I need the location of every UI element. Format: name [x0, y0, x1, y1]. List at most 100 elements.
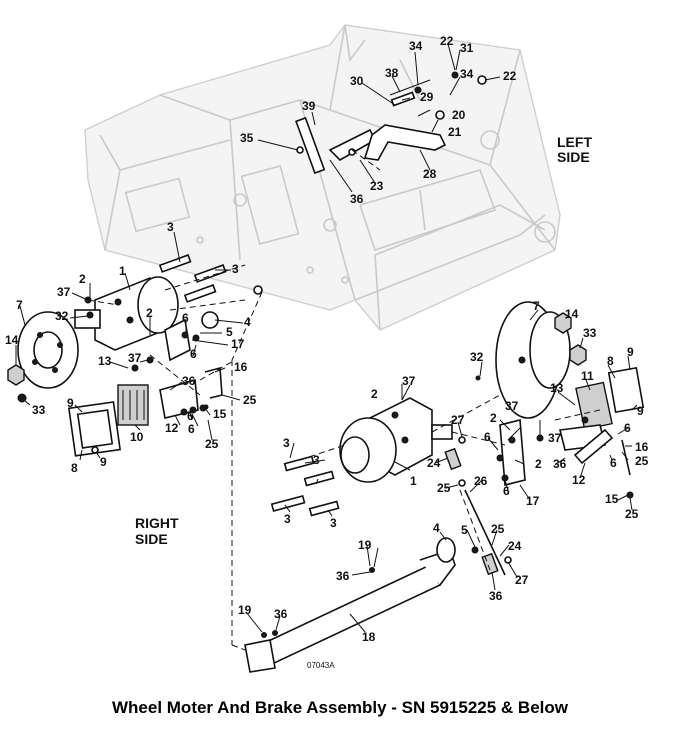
- callout-36: 36: [336, 569, 350, 583]
- callout-6: 6: [624, 421, 631, 435]
- callout-11: 11: [581, 369, 594, 383]
- callout-27: 27: [451, 413, 465, 427]
- callout-36: 36: [274, 607, 288, 621]
- callout-36: 36: [489, 589, 503, 603]
- alignment-lines: [87, 149, 601, 651]
- callout-38: 38: [385, 66, 399, 80]
- callouts: 34 22 31 38 34 22 30 29 20 39 21 35 28 2…: [5, 34, 649, 644]
- callout-35: 35: [240, 131, 254, 145]
- callout-13: 13: [550, 381, 564, 395]
- callout-29: 29: [420, 90, 434, 104]
- callout-3: 3: [167, 220, 174, 234]
- callout-8: 8: [71, 461, 78, 475]
- callout-12: 12: [572, 473, 586, 487]
- callout-19: 19: [238, 603, 252, 617]
- callout-32: 32: [470, 350, 484, 364]
- callout-36: 36: [553, 457, 567, 471]
- callout-9: 9: [100, 455, 107, 469]
- callout-26: 26: [474, 474, 488, 488]
- left-side-motor-assembly: [270, 301, 645, 576]
- callout-18: 18: [362, 630, 376, 644]
- right-side-label-line2: SIDE: [135, 531, 168, 547]
- diagram-caption: Wheel Moter And Brake Assembly - SN 5915…: [111, 698, 568, 717]
- callout-25: 25: [635, 454, 649, 468]
- callout-7: 7: [16, 298, 23, 312]
- callout-14: 14: [5, 333, 19, 347]
- callout-34: 34: [460, 67, 474, 81]
- callout-22: 22: [503, 69, 517, 83]
- callout-33: 33: [32, 403, 46, 417]
- callout-1: 1: [410, 474, 417, 488]
- callout-6: 6: [484, 430, 491, 444]
- callout-15: 15: [605, 492, 619, 506]
- callout-37: 37: [505, 399, 519, 413]
- callout-37: 37: [548, 431, 562, 445]
- callout-25: 25: [205, 437, 219, 451]
- callout-2: 2: [535, 457, 542, 471]
- callout-6: 6: [503, 484, 510, 498]
- callout-3: 3: [283, 436, 290, 450]
- callout-2: 2: [146, 306, 153, 320]
- callout-6: 6: [188, 422, 195, 436]
- callout-33: 33: [583, 326, 597, 340]
- callout-20: 20: [452, 108, 466, 122]
- leader-lines: [15, 43, 638, 633]
- callout-23: 23: [370, 179, 384, 193]
- callout-14: 14: [565, 307, 579, 321]
- callout-6: 6: [187, 409, 194, 423]
- callout-37: 37: [57, 285, 71, 299]
- callout-28: 28: [423, 167, 437, 181]
- callout-15: 15: [213, 407, 227, 421]
- callout-10: 10: [130, 430, 144, 444]
- callout-3: 3: [313, 453, 320, 467]
- callout-22: 22: [440, 34, 454, 48]
- callout-2: 2: [490, 411, 497, 425]
- brake-cross-shaft: [244, 537, 479, 673]
- callout-9: 9: [637, 404, 644, 418]
- callout-6: 6: [190, 347, 197, 361]
- callout-25: 25: [437, 481, 451, 495]
- callout-6: 6: [182, 311, 189, 325]
- chassis-frame: [84, 24, 561, 331]
- callout-9: 9: [627, 345, 634, 359]
- callout-3: 3: [284, 512, 291, 526]
- callout-9: 9: [67, 396, 74, 410]
- callout-25: 25: [491, 522, 505, 536]
- callout-7: 7: [533, 299, 540, 313]
- callout-31: 31: [460, 41, 474, 55]
- callout-24: 24: [508, 539, 522, 553]
- callout-4: 4: [244, 315, 251, 329]
- callout-5: 5: [226, 325, 233, 339]
- callout-17: 17: [526, 494, 540, 508]
- left-side-label-line2: SIDE: [557, 149, 590, 165]
- callout-25: 25: [243, 393, 257, 407]
- callout-24: 24: [427, 456, 441, 470]
- callout-12: 12: [165, 421, 179, 435]
- callout-4: 4: [433, 521, 440, 535]
- callout-13: 13: [98, 354, 112, 368]
- callout-37: 37: [128, 351, 142, 365]
- callout-39: 39: [302, 99, 316, 113]
- callout-3: 3: [232, 262, 239, 276]
- callout-30: 30: [350, 74, 364, 88]
- callout-36: 36: [350, 192, 364, 206]
- callout-27: 27: [515, 573, 529, 587]
- callout-25: 25: [625, 507, 639, 521]
- drawing-code: 07043A: [307, 661, 335, 670]
- callout-2: 2: [371, 387, 378, 401]
- callout-16: 16: [635, 440, 649, 454]
- callout-36: 36: [182, 374, 196, 388]
- callout-19: 19: [358, 538, 372, 552]
- callout-34: 34: [409, 39, 423, 53]
- right-side-label-line1: RIGHT: [135, 515, 179, 531]
- callout-17: 17: [231, 337, 245, 351]
- callout-2: 2: [79, 272, 86, 286]
- callout-21: 21: [448, 125, 462, 139]
- callout-37: 37: [402, 374, 416, 388]
- callout-6: 6: [610, 456, 617, 470]
- brake-lever-assembly: [295, 71, 487, 175]
- callout-32: 32: [55, 309, 69, 323]
- callout-16: 16: [234, 360, 248, 374]
- callout-8: 8: [607, 354, 614, 368]
